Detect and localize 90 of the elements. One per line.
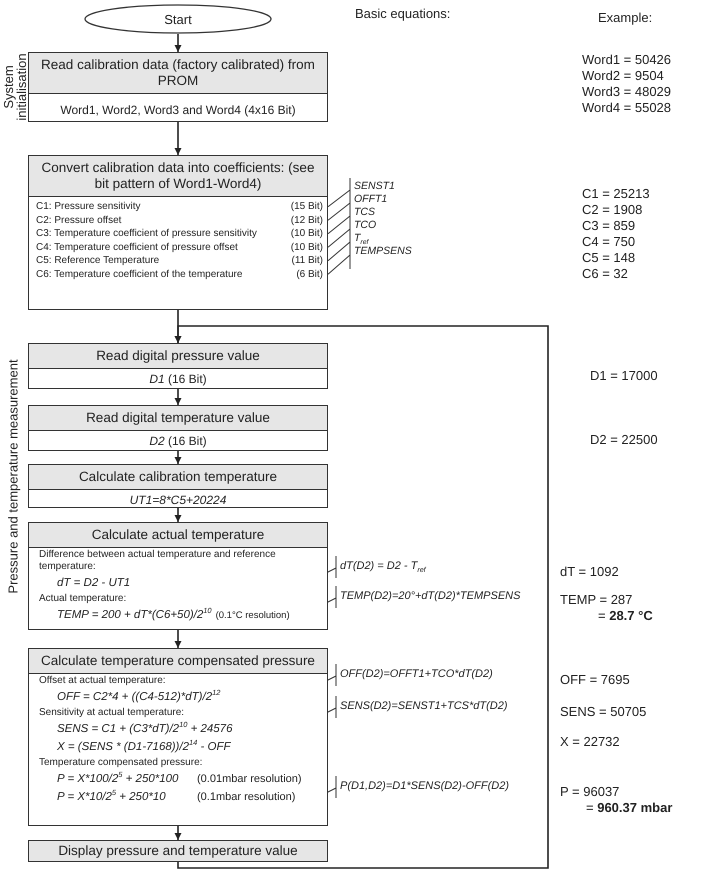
example-value: C3 = 859 (582, 218, 636, 233)
bit-width: (10 Bit) (290, 240, 323, 254)
node-heading: Convert calibration data into coefficients: (see bit pattern of Word1-Word4) (29, 156, 327, 197)
node-heading: Read digital pressure value (29, 344, 327, 369)
process-box (28, 464, 328, 508)
equation-note: P(D1,D2)=D1*SENS(D2)-OFF(D2) (340, 780, 509, 792)
formula: UT1=8*C5+20224 (128, 492, 228, 509)
process-box (28, 52, 328, 122)
formula-caption: Temperature compensated pressure: (38, 756, 204, 770)
node-text: Word1, Word2, Word3 and Word4 (4x16 Bit) (59, 102, 297, 119)
example-value: = 960.37 mbar (586, 800, 672, 815)
example-value: C2 = 1908 (582, 202, 642, 217)
coefficient-symbol: SENST1 (354, 180, 395, 192)
bit-width: (6 Bit) (295, 268, 323, 281)
section-label: Pressure and temperature measurement (6, 358, 20, 596)
column-heading: Basic equations: (355, 6, 450, 21)
coefficient-name: C3: Temperature coefficient of pressure sensitivity (36, 227, 258, 240)
example-value: OFF = 7695 (560, 672, 630, 687)
node-text: Start (164, 12, 192, 26)
formula: SENS = C1 + (C3*dT)/2$^{10}$ + 24576 (56, 720, 234, 737)
example-value: dT = 1092 (560, 564, 619, 579)
arrow (174, 630, 182, 648)
coefficient-symbol: TEMPSENS (354, 245, 412, 257)
formula: P = X*10/2$^{5}$ + 250*10 (56, 788, 167, 805)
coefficient-name: C5: Reference Temperature (36, 254, 160, 268)
example-value: C6 = 32 (582, 266, 628, 281)
bit-width: (11 Bit) (290, 254, 323, 268)
formula: P = X*100/2$^{5}$ + 250*100 (56, 770, 180, 787)
formula: dT = D2 - UT1 (56, 576, 132, 591)
example-value: X = 22732 (560, 734, 620, 749)
example-value: Word3 = 48029 (582, 84, 672, 99)
node-heading: Read digital temperature value (29, 406, 327, 431)
arrow (174, 325, 549, 869)
arrow (174, 508, 182, 522)
arrow (174, 451, 182, 464)
coefficient-name: C1: Pressure sensitivity (36, 200, 142, 214)
process-box (28, 522, 328, 630)
resolution-note: (0.1mbar resolution) (197, 791, 296, 803)
formula-caption: Sensitivity at actual temperature: (38, 706, 186, 720)
equation-note: SENS(D2)=SENST1+TCS*dT(D2) (340, 700, 508, 712)
node-heading: Calculate temperature compensated pressure (29, 649, 327, 674)
example-value: C1 = 25213 (582, 186, 650, 201)
equation-note: dT(D2) = D2 - T$_{ref}$ (340, 560, 426, 572)
column-heading: Example: (598, 10, 652, 25)
arrow (174, 122, 182, 155)
bit-width: (10 Bit) (290, 227, 323, 240)
coefficient-name: C6: Temperature coefficient of the temperature (36, 268, 244, 281)
example-value: TEMP = 287 (560, 592, 632, 607)
formula: X = (SENS * (D1-7168))/2$^{14}$ - OFF (56, 738, 232, 755)
example-value: P = 96037 (560, 784, 620, 799)
formula: TEMP = 200 + dT*(C6+50)/2$^{10}$ (56, 606, 212, 623)
bit-width: (15 Bit) (290, 200, 323, 214)
resolution-note: (0.01mbar resolution) (197, 773, 302, 785)
resolution-note: (0.1°C resolution) (214, 610, 290, 621)
node-heading: Calculate calibration temperature (29, 465, 327, 490)
example-value: Word4 = 55028 (582, 100, 672, 115)
coefficient-name: C4: Temperature coefficient of pressure offset (36, 240, 239, 254)
arrow (174, 34, 182, 52)
coefficient-symbol: OFFT1 (354, 193, 388, 205)
coefficient-name: C2: Pressure offset (36, 214, 122, 227)
formula-caption: Actual temperature: (38, 592, 128, 606)
process-box (28, 343, 328, 389)
process-box (28, 155, 328, 310)
node-text: D1 (16 Bit) (148, 371, 208, 388)
formula: OFF = C2*4 + ((C4-512)*dT)/2$^{12}$ (56, 688, 222, 705)
example-value: Word1 = 50426 (582, 52, 672, 67)
process-box (28, 648, 328, 826)
arrow (174, 826, 182, 840)
node-text: D2 (16 Bit) (148, 433, 208, 450)
example-value: D1 = 17000 (590, 368, 658, 383)
example-value: Word2 = 9504 (582, 68, 664, 83)
arrow (174, 389, 182, 405)
process-box (28, 405, 328, 451)
example-value: C5 = 148 (582, 250, 636, 265)
bit-width: (12 Bit) (290, 214, 323, 227)
formula-caption: Offset at actual temperature: (38, 674, 167, 688)
coefficient-symbol: T$_{ref}$ (354, 232, 368, 244)
node-heading: Display pressure and temperature value (29, 841, 327, 861)
example-value: = 28.7 °C (598, 608, 653, 623)
equation-note: TEMP(D2)=20°+dT(D2)*TEMPSENS (340, 590, 520, 602)
node-heading: Calculate actual temperature (29, 523, 327, 548)
example-value: C4 = 750 (582, 234, 636, 249)
coefficient-symbol: TCS (354, 206, 375, 218)
node-heading: Read calibration data (factory calibrated) from PROM (29, 53, 327, 94)
coefficient-symbol: TCO (354, 219, 376, 231)
equation-note: OFF(D2)=OFFT1+TCO*dT(D2) (340, 668, 493, 680)
section-label: System initialisation (2, 52, 28, 122)
example-value: SENS = 50705 (560, 704, 646, 719)
example-value: D2 = 22500 (590, 432, 658, 447)
formula-caption: Difference between actual temperature and reference temperature: (38, 548, 277, 574)
